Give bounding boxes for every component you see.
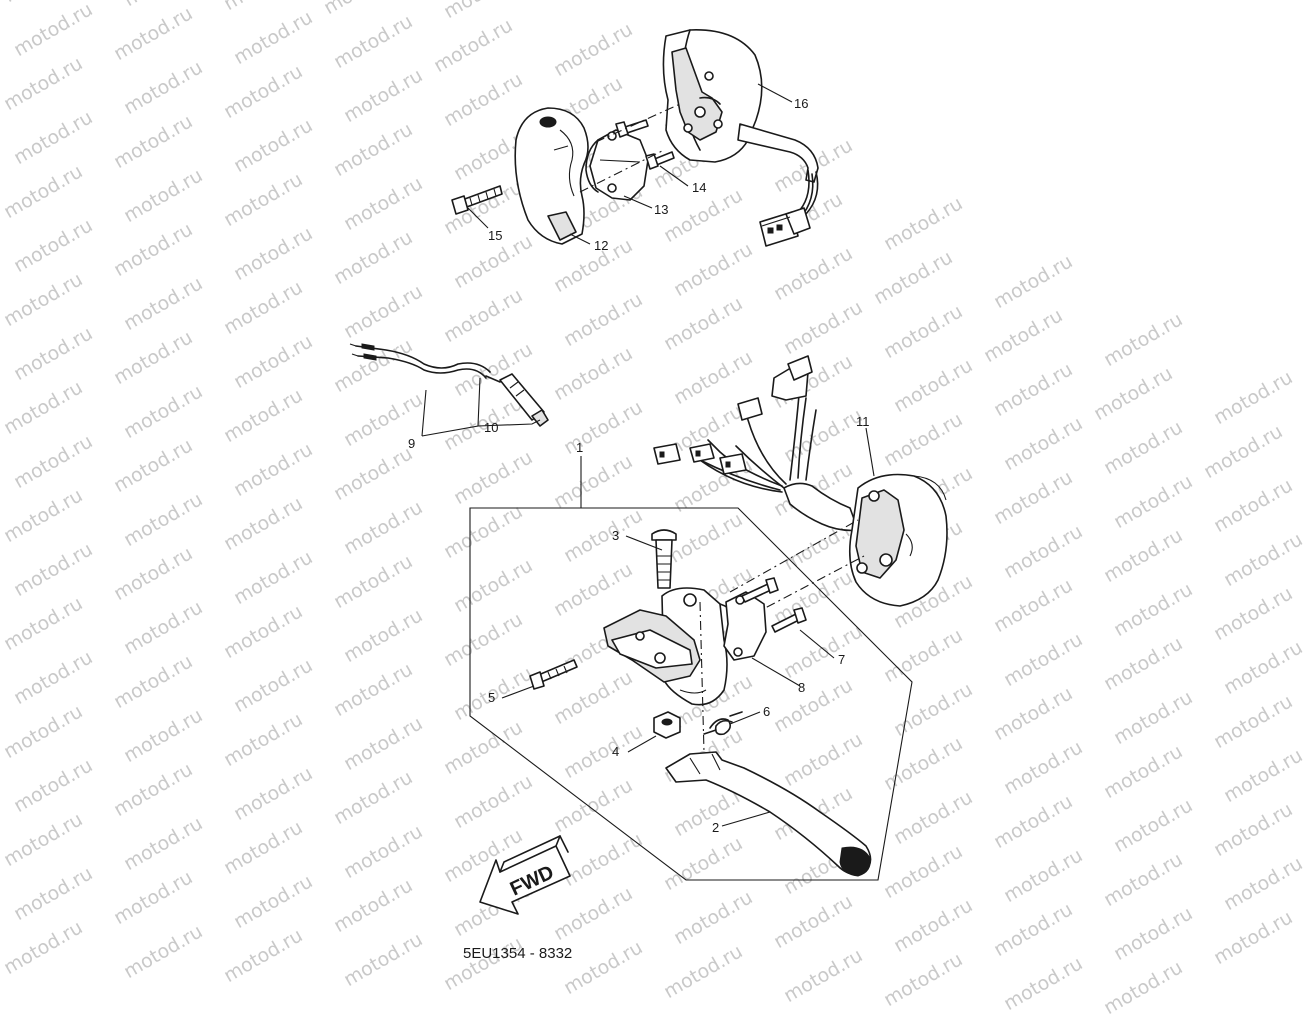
part-14-screws bbox=[615, 119, 675, 170]
callout-2: 2 bbox=[712, 820, 719, 835]
callout-labels: 1 2 3 4 5 6 7 8 9 10 11 12 13 14 15 16 bbox=[408, 96, 870, 835]
fwd-direction-arrow: FWD bbox=[479, 835, 571, 915]
leader-lines bbox=[421, 83, 875, 827]
part-8-clamp bbox=[723, 591, 767, 661]
callout-7: 7 bbox=[838, 652, 845, 667]
callout-11: 11 bbox=[856, 414, 870, 429]
part-3-bolt bbox=[651, 529, 677, 589]
part-1-kit-outline bbox=[469, 507, 913, 881]
part-13-bracket bbox=[589, 129, 649, 201]
part-6-spring bbox=[703, 711, 743, 736]
callout-12: 12 bbox=[594, 238, 608, 253]
callout-3: 3 bbox=[612, 528, 619, 543]
part-15-screw bbox=[451, 185, 503, 215]
wire-lead-assembly bbox=[349, 343, 549, 427]
diagram-code: 5EU1354 - 8332 bbox=[463, 945, 572, 962]
callout-4: 4 bbox=[612, 744, 619, 759]
callout-15: 15 bbox=[488, 228, 502, 243]
callout-14: 14 bbox=[692, 180, 706, 195]
callout-10: 10 bbox=[484, 420, 498, 435]
callout-5: 5 bbox=[488, 690, 495, 705]
lever-holder-body bbox=[603, 587, 739, 706]
callout-1: 1 bbox=[576, 440, 583, 455]
part-9-lead-wire bbox=[357, 355, 487, 379]
callout-6: 6 bbox=[763, 704, 770, 719]
parts-diagram: 1 2 3 4 5 6 7 8 9 10 11 12 13 14 15 16 F… bbox=[349, 29, 948, 962]
part-5-screw bbox=[529, 659, 578, 690]
part-4-nut bbox=[653, 711, 681, 739]
callout-16: 16 bbox=[794, 96, 808, 111]
top-switch-assembly bbox=[451, 29, 819, 247]
part-11-switch-harness bbox=[653, 355, 948, 607]
part-2-lever bbox=[665, 751, 872, 877]
callout-13: 13 bbox=[654, 202, 668, 217]
part-7-screws bbox=[741, 577, 807, 633]
callout-8: 8 bbox=[798, 680, 805, 695]
callout-9: 9 bbox=[408, 436, 415, 451]
